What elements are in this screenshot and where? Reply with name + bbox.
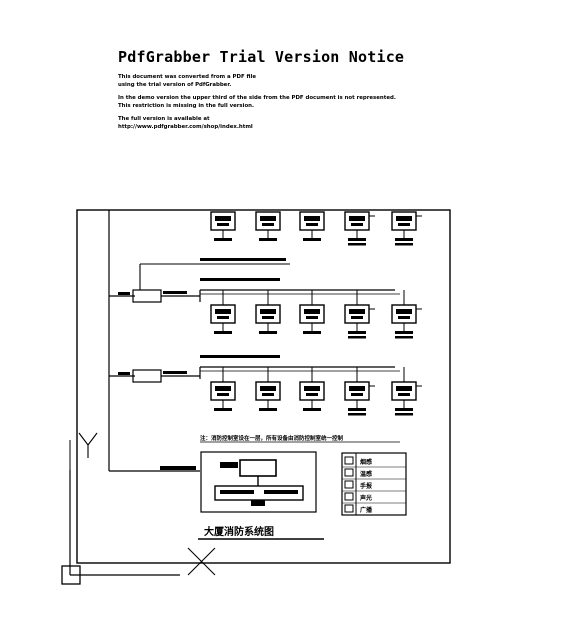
device-label-2 [348,336,366,339]
device-label [395,331,413,334]
device-symbol [396,216,412,221]
drawing-frame [76,209,451,564]
legend-symbol [344,456,354,465]
device-symbol [304,216,320,221]
device-symbol-2 [398,393,410,396]
device-label [259,331,277,334]
legend-symbol [344,480,354,489]
device-label [303,331,321,334]
bus-label-right [264,490,298,494]
device-symbol [215,216,231,221]
bus-label [200,355,280,358]
bus-label-left [220,490,254,494]
device-label-2 [348,413,366,416]
notice-line-1: This document was converted from a PDF f… [118,74,257,80]
ucs-icon [61,432,216,585]
device-label [214,331,232,334]
floor-module [132,369,162,383]
diagram-note: 注：消防控制室设在一层，所有设备由消防控制室统一控制 [200,434,344,442]
device-symbol-2 [398,316,410,319]
device-label [259,238,277,241]
device-symbol-2 [217,223,229,226]
device-symbol-2 [217,393,229,396]
device-symbol [396,386,412,391]
module-tag [163,371,187,374]
device-label-2 [348,243,366,246]
device-symbol [396,309,412,314]
notice-line-4: This restriction is missing in the full … [118,103,255,109]
device-symbol [304,386,320,391]
drawing-title: 大厦消防系统图 [204,525,274,538]
device-label-2 [395,413,413,416]
legend-label: 温感 [360,470,372,478]
device-label [214,408,232,411]
device-symbol [215,309,231,314]
device-symbol-2 [351,316,363,319]
notice-line-6: http://www.pdfgrabber.com/shop/index.htm… [118,124,253,130]
device-symbol [349,216,365,221]
device-groups [109,211,422,416]
device-label-2 [395,243,413,246]
device-symbol [349,309,365,314]
device-label [259,408,277,411]
device-label [348,408,366,411]
notice-line-3: In the demo version the upper third of t… [118,95,396,101]
device-symbol [260,386,276,391]
device-symbol-2 [262,223,274,226]
device-label [303,408,321,411]
floor-module [132,289,162,303]
legend-label: 广播 [360,506,373,514]
module-tag [163,291,187,294]
notice-line-5: The full version is available at [118,116,210,122]
device-symbol-2 [262,393,274,396]
legend-label: 声光 [359,494,372,502]
bus-foot [251,500,265,506]
legend-symbol [344,492,354,501]
device-label [214,238,232,241]
module-label [118,292,130,295]
device-symbol-2 [262,316,274,319]
legend-label: 烟感 [360,458,372,466]
device-symbol-2 [306,393,318,396]
device-symbol [304,309,320,314]
device-symbol-2 [398,223,410,226]
device-symbol-2 [351,393,363,396]
device-symbol [260,216,276,221]
device-symbol [215,386,231,391]
legend-label: 手报 [360,482,372,490]
notice-line-2: using the trial version of PdfGrabber. [118,82,232,88]
legend-frame [341,452,407,516]
device-symbol-2 [217,316,229,319]
bus-label [200,278,280,281]
fire-control-panel [239,459,277,477]
trial-notice: PdfGrabber Trial Version Notice This doc… [118,48,518,131]
device-symbol-2 [306,223,318,226]
control-room-box [200,451,317,513]
module-label [118,372,130,375]
device-label [395,408,413,411]
device-label [395,238,413,241]
device-symbol-2 [306,316,318,319]
upper-feed-label [200,258,286,261]
legend-symbol [344,504,354,513]
device-label [303,238,321,241]
device-symbol [260,309,276,314]
device-label [348,331,366,334]
device-label [348,238,366,241]
notice-title: PdfGrabber Trial Version Notice [118,48,405,66]
device-symbol [349,386,365,391]
control-label-block [160,466,196,470]
legend-symbol [344,468,354,477]
device-label-2 [395,336,413,339]
device-symbol-2 [351,223,363,226]
panel-label-block [220,462,238,468]
